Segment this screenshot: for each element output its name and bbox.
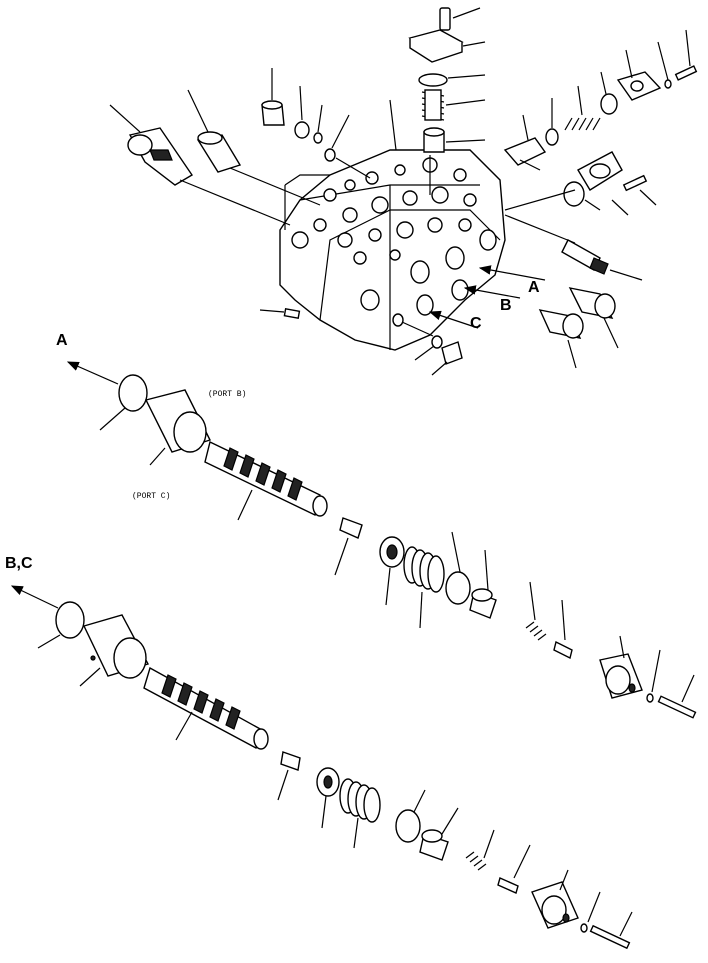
spool-icon-bc	[143, 666, 269, 750]
spool-assembly-bc: B,C	[5, 555, 633, 950]
label-arrow-c: C	[470, 315, 482, 332]
valve-body-ports	[291, 157, 477, 265]
label-arrow-a: A	[528, 279, 540, 296]
port-b-label: (PORT B)	[208, 390, 246, 399]
spool-assembly-a: A (PORT B) (PORT C)	[56, 332, 697, 719]
port-arrows: A B C	[428, 265, 546, 332]
spring-icon-a	[403, 546, 445, 593]
section-bc-label: B,C	[5, 555, 33, 572]
spring-icon-bc	[339, 778, 381, 823]
right-side-parts	[401, 29, 698, 376]
spring-icon-right	[564, 117, 601, 131]
spring-icon	[421, 89, 445, 121]
upper-left-plugs	[109, 68, 397, 226]
spool-icon	[204, 440, 328, 517]
top-relief-stack	[408, 7, 486, 195]
valve-body	[259, 149, 506, 351]
label-arrow-b: B	[500, 297, 512, 314]
section-a-label: A	[56, 332, 68, 349]
port-c-label: (PORT C)	[132, 492, 170, 501]
